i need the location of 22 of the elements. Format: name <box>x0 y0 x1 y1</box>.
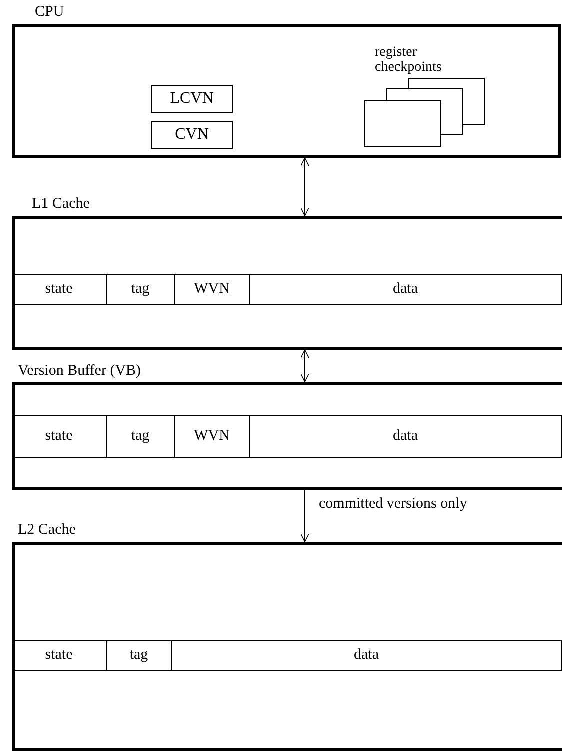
block-title: L1 Cache <box>32 196 90 213</box>
block-title: CPU <box>35 4 64 21</box>
register-box: CVN <box>151 121 233 149</box>
register-box: LCVN <box>151 85 233 113</box>
table-cell: state <box>15 640 107 671</box>
table-cell: tag <box>107 274 175 305</box>
arrow <box>300 490 310 542</box>
table-cell: data <box>250 415 562 458</box>
stack-label: register checkpoints <box>375 45 443 75</box>
table-cell: tag <box>107 640 172 671</box>
table-cell: WVN <box>175 415 250 458</box>
edge-label: committed versions only <box>319 496 468 513</box>
table-cell: data <box>172 640 562 671</box>
block-title: Version Buffer (VB) <box>18 363 142 380</box>
table-cell: WVN <box>175 274 250 305</box>
table-cell: tag <box>107 415 175 458</box>
table-cell: state <box>15 415 107 458</box>
block-title: L2 Cache <box>18 522 76 539</box>
table-cell: state <box>15 274 107 305</box>
arrow <box>300 158 310 216</box>
table-cell: data <box>250 274 562 305</box>
arrow <box>300 350 310 382</box>
